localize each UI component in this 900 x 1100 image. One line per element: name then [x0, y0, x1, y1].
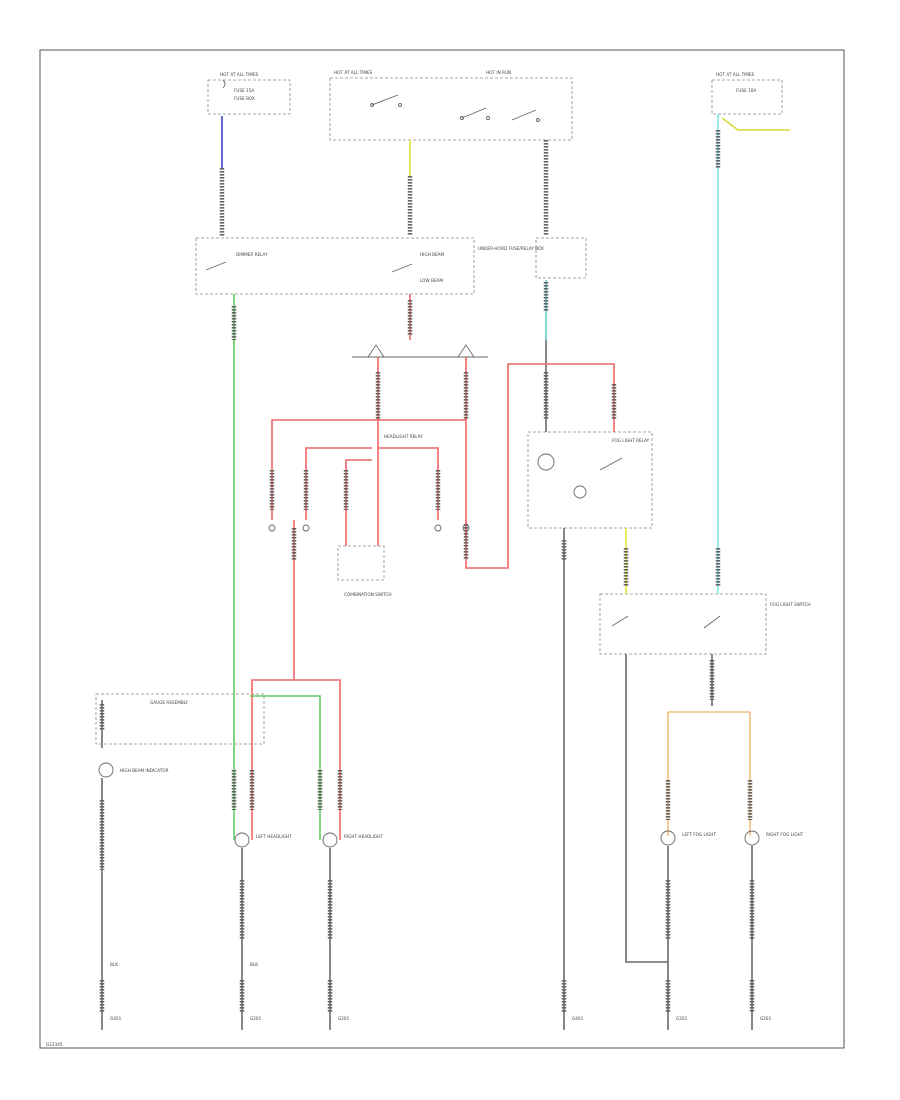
label-ground-3: G201	[338, 1016, 350, 1021]
label-fog-relay: FOG LIGHT RELAY	[612, 438, 650, 443]
wire-red-headlights	[251, 520, 295, 840]
corner-code: G12345	[46, 1042, 63, 1047]
label-gauge-assembly: GAUGE ASSEMBLY	[150, 700, 188, 705]
label-underhood: UNDER-HOOD FUSE/RELAY BOX	[478, 246, 544, 251]
label-fuse-right: FUSE 10A	[736, 88, 756, 93]
label-ground-2: G201	[250, 1016, 262, 1021]
label-fuse-left: FUSE 15A	[234, 88, 254, 93]
label-right-fog: RIGHT FOG LIGHT	[766, 832, 804, 837]
left-headlight: LEFT HEADLIGHT	[234, 832, 292, 848]
label-right-headlight: RIGHT HEADLIGHT	[344, 834, 383, 839]
label-headlight-relay: HEADLIGHT RELAY	[384, 434, 423, 439]
underhood-fuse-relay-box: UNDER-HOOD FUSE/RELAY BOX DIMMER RELAY H…	[195, 237, 587, 295]
label-low-beam: LOW BEAM	[420, 278, 443, 283]
label-ground-1: G401	[110, 1016, 122, 1021]
fog-light-relay: FOG LIGHT RELAY	[527, 431, 653, 529]
label-high-beam-indicator: HIGH BEAM INDICATOR	[120, 768, 169, 773]
diagram-border	[39, 49, 845, 1049]
label-ground-5: G201	[676, 1016, 688, 1021]
fog-switch: FOG LIGHT SWITCH	[599, 593, 811, 655]
right-headlight: RIGHT HEADLIGHT	[322, 832, 383, 848]
label-hot-left: HOT AT ALL TIMES	[220, 72, 259, 77]
label-ground-4: G401	[572, 1016, 584, 1021]
wire-red-fog-relay	[465, 363, 615, 569]
label-hot-mid: HOT AT ALL TIMES	[334, 70, 373, 75]
combination-switch: COMBINATION SWITCH HEADLIGHT RELAY	[337, 434, 423, 597]
label-fog-switch: FOG LIGHT SWITCH	[770, 602, 811, 607]
gauge-assembly: GAUGE ASSEMBLY HIGH BEAM INDICATOR	[95, 693, 265, 778]
label-hot-right: HOT AT ALL TIMES	[716, 72, 755, 77]
left-fog-light: LEFT FOG LIGHT	[660, 830, 716, 846]
label-left-headlight: LEFT HEADLIGHT	[256, 834, 292, 839]
label-fuse-left-sub: FUSE BOX	[234, 96, 255, 101]
label-high-beam: HIGH BEAM	[420, 252, 444, 257]
label-combination-switch: COMBINATION SWITCH	[344, 592, 392, 597]
top-fuse-right: HOT AT ALL TIMES FUSE 10A	[711, 72, 783, 115]
label-hot-in-run: HOT IN RUN	[486, 70, 511, 75]
label-ground-6: G201	[760, 1016, 772, 1021]
splice-row	[352, 344, 488, 358]
wire-red-left-loop	[271, 419, 466, 520]
top-fuse-left: HOT AT ALL TIMES FUSE 15A FUSE BOX	[207, 72, 291, 115]
label-wire-blk-1: BLK	[110, 962, 118, 967]
top-switch-box-mid: HOT AT ALL TIMES HOT IN RUN	[329, 70, 573, 141]
label-wire-blk-2: BLK	[250, 962, 258, 967]
wire-yellow-branch	[721, 117, 790, 131]
label-dimmer-relay: DIMMER RELAY	[236, 252, 268, 257]
right-fog-light: RIGHT FOG LIGHT	[744, 830, 804, 846]
label-left-fog: LEFT FOG LIGHT	[682, 832, 716, 837]
